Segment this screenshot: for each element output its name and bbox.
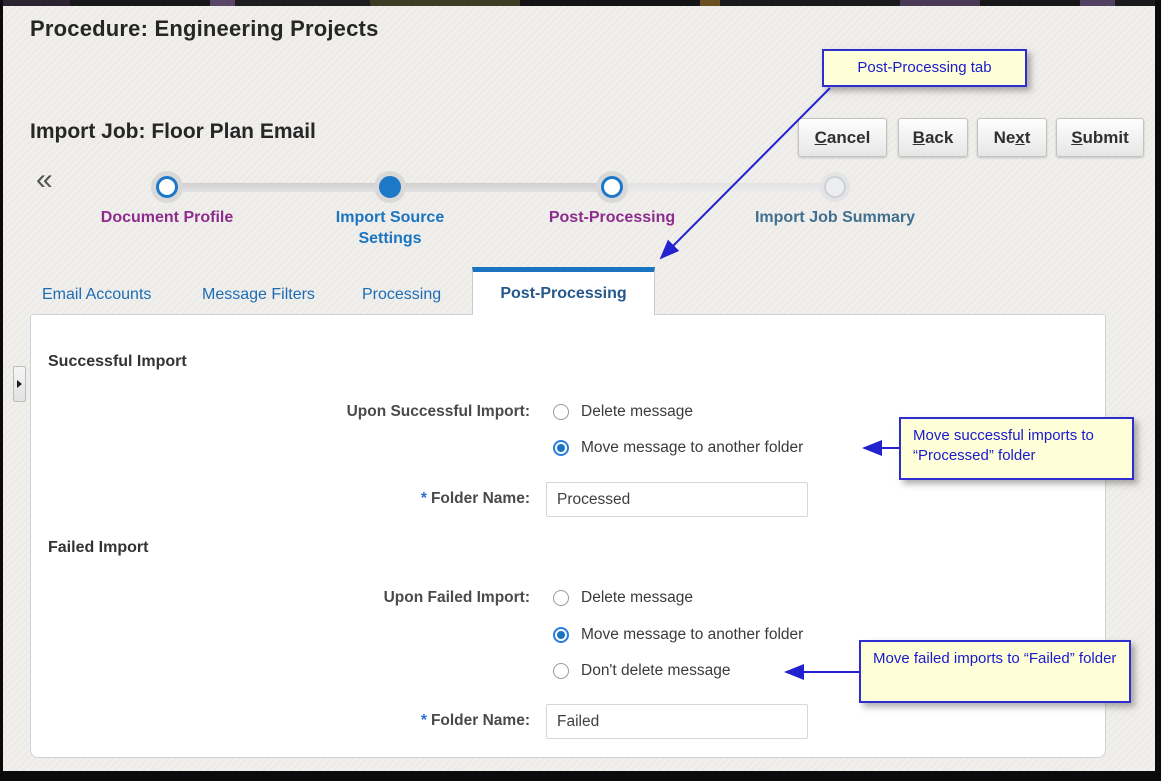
tab-post-processing[interactable]: Post-Processing <box>472 267 655 315</box>
screenshot-top-border <box>0 0 1161 6</box>
arrow-to-post-processing-tab <box>659 87 831 260</box>
next-button-label: Next <box>993 127 1031 147</box>
tab-email-accounts[interactable]: Email Accounts <box>42 286 152 303</box>
tab-processing[interactable]: Processing <box>362 286 442 303</box>
train-step-import-source-settings-icon[interactable] <box>379 176 401 198</box>
collapse-train-icon[interactable]: « <box>36 163 53 196</box>
train-step-post-processing-label[interactable]: Post-Processing <box>548 209 676 226</box>
radio-failed-move-message[interactable] <box>553 627 569 643</box>
radio-failed-delete-message[interactable] <box>553 590 569 606</box>
successful-import-heading: Successful Import <box>48 353 187 370</box>
radio-failed-dont-delete-message[interactable] <box>553 663 569 679</box>
back-button-label: Back <box>912 127 954 147</box>
callout-move-failed-imports: Move failed imports to “Failed” folder <box>859 640 1131 703</box>
train-step-import-job-summary-label: Import Job Summary <box>754 209 916 226</box>
screenshot-right-border <box>1155 0 1161 781</box>
next-button[interactable]: Next <box>977 118 1047 157</box>
page-title: Import Job: Floor Plan Email <box>30 120 316 143</box>
back-button[interactable]: Back <box>898 118 968 157</box>
radio-success-delete-message[interactable] <box>553 404 569 420</box>
train-step-import-job-summary-icon <box>824 176 846 198</box>
failed-folder-name-input[interactable] <box>546 704 808 739</box>
required-asterisk-icon: * <box>420 712 427 729</box>
tab-post-processing-label: Post-Processing <box>500 284 627 302</box>
submit-button[interactable]: Submit <box>1056 118 1144 157</box>
train-track-remaining <box>612 183 835 192</box>
radio-success-delete-message-label[interactable]: Delete message <box>581 403 694 420</box>
success-folder-name-label: *Folder Name: <box>420 490 530 507</box>
radio-failed-delete-message-label[interactable]: Delete message <box>581 589 694 606</box>
failed-import-heading: Failed Import <box>48 539 149 556</box>
cancel-button[interactable]: Cancel <box>798 118 887 157</box>
failed-folder-name-label: *Folder Name: <box>420 712 530 729</box>
success-folder-name-input[interactable] <box>546 482 808 517</box>
expand-arrow-icon <box>17 380 22 388</box>
upon-successful-import-label: Upon Successful Import: <box>346 403 530 420</box>
screenshot-left-border <box>0 0 3 781</box>
cancel-button-label: Cancel <box>814 127 871 147</box>
procedure-title: Procedure: Engineering Projects <box>30 16 379 41</box>
tab-message-filters[interactable]: Message Filters <box>202 286 315 303</box>
train-step-import-source-settings-label[interactable]: Import Source Settings <box>335 209 445 247</box>
train-step-post-processing-icon[interactable] <box>601 176 623 198</box>
callout-post-processing-tab: Post-Processing tab <box>822 49 1027 87</box>
radio-success-move-message[interactable] <box>553 440 569 456</box>
radio-failed-move-message-label[interactable]: Move message to another folder <box>581 626 804 643</box>
expand-sidebar-handle[interactable] <box>13 366 26 402</box>
callout-move-successful-imports: Move successful imports to “Processed” f… <box>899 417 1134 480</box>
radio-success-move-message-label[interactable]: Move message to another folder <box>581 439 804 456</box>
submit-button-label: Submit <box>1071 127 1129 147</box>
screenshot-bottom-border <box>0 771 1161 781</box>
train-step-document-profile-icon[interactable] <box>156 176 178 198</box>
radio-failed-dont-delete-message-label[interactable]: Don't delete message <box>581 662 731 679</box>
upon-failed-import-label: Upon Failed Import: <box>383 589 530 606</box>
required-asterisk-icon: * <box>420 490 427 507</box>
train-step-document-profile-label[interactable]: Document Profile <box>100 209 234 226</box>
